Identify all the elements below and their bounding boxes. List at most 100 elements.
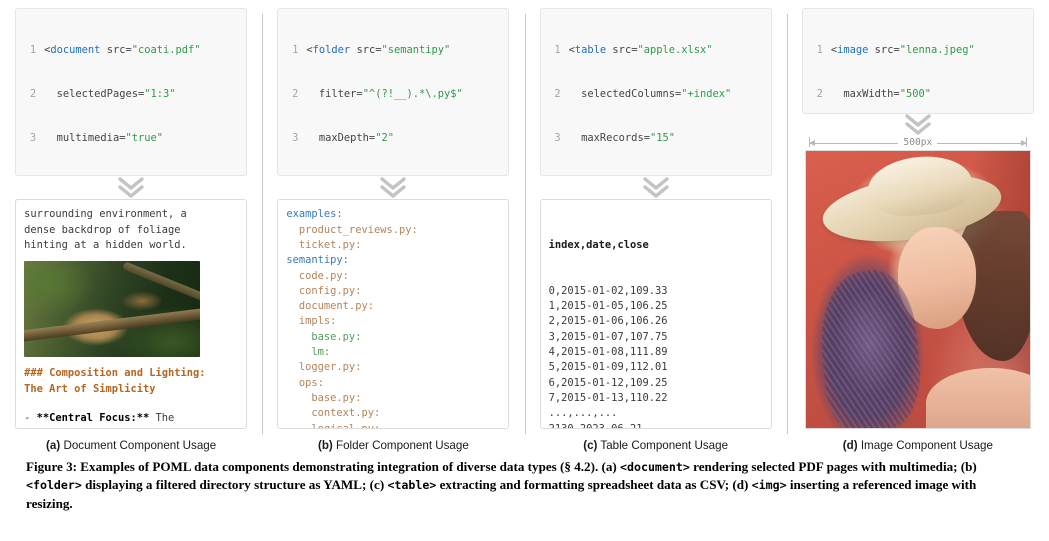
double-chevron-down-icon xyxy=(903,114,933,136)
panel-divider xyxy=(524,14,526,434)
code-token-attr: selectedPages= xyxy=(44,87,145,100)
subcaption-label: (c) xyxy=(583,439,598,452)
csv-row: 4,2015-01-08,111.89 xyxy=(548,346,668,359)
code-token-attr: src= xyxy=(100,44,132,57)
code-token-attr: maxWidth= xyxy=(830,87,900,100)
yaml-line: ops: xyxy=(286,376,324,389)
code-token-attr: syntax= xyxy=(306,176,362,177)
code-token-string: "true" xyxy=(125,131,163,144)
csv-row: 7,2015-01-13,110.22 xyxy=(548,391,668,404)
code-block-document: 1<document src="coati.pdf" 2 selectedPag… xyxy=(15,8,248,177)
yaml-line: code.py: xyxy=(286,269,349,282)
markdown-body: - **Central Focus:** The coati occupies … xyxy=(24,411,238,428)
code-token-string: "1:3" xyxy=(144,87,176,100)
subcaption-label: (d) xyxy=(842,439,858,452)
code-token-tag: folder xyxy=(312,44,351,57)
code-block-folder: 1<folder src="semantipy" 2 filter="^(?!_… xyxy=(277,8,510,177)
code-token-attr: src= xyxy=(606,44,638,57)
csv-row: 3,2015-01-07,107.75 xyxy=(548,330,668,343)
panel-image: 1<image src="lenna.jpeg" 2 maxWidth="500… xyxy=(786,8,1049,452)
code-token-string: "+index" xyxy=(681,87,732,100)
code-token-string: "^(?!__).*\.py$" xyxy=(362,87,463,100)
yaml-line: base.py: xyxy=(286,391,362,404)
code-token: < xyxy=(568,44,575,57)
yaml-tree: examples: product_reviews.py: ticket.py:… xyxy=(286,207,500,429)
line-number: 2 xyxy=(29,87,37,100)
line-number: 4 xyxy=(545,175,561,176)
code-token-attr: selectedColumns= xyxy=(568,87,682,100)
code-token-attr: syntax= xyxy=(44,176,100,177)
caption-code-document: <document> xyxy=(620,460,690,474)
code-token-attr: syntax= xyxy=(569,176,625,177)
code-token-attr: maxDepth= xyxy=(306,131,376,144)
line-number: 3 xyxy=(554,131,561,144)
dimension-indicator: 500px xyxy=(805,136,1031,149)
code-token: < xyxy=(306,44,313,57)
md-seg: - xyxy=(24,411,37,424)
panel-folder: 1<folder src="semantipy" 2 filter="^(?!_… xyxy=(262,8,524,452)
panel-divider xyxy=(786,14,788,434)
csv-row: ...,...,... xyxy=(548,407,618,420)
caption-segment: displaying a filtered directory structur… xyxy=(81,477,388,493)
caption-code-folder: <folder> xyxy=(26,478,82,493)
yaml-line: impls: xyxy=(286,315,337,328)
line-number: 1 xyxy=(292,44,299,57)
yaml-line: logical.py: xyxy=(286,422,381,429)
dimension-label: 500px xyxy=(898,137,938,148)
code-token: < xyxy=(44,44,51,57)
code-block-image: 1<image src="lenna.jpeg" 2 maxWidth="500… xyxy=(801,8,1034,114)
md-seg-bold: **Central Focus:** xyxy=(36,411,150,424)
line-number: 3 xyxy=(29,131,37,144)
subcaption-c: (c) Table Component Usage xyxy=(583,439,728,452)
coati-photo xyxy=(24,261,201,358)
subcaption-text: Folder Component Usage xyxy=(336,439,469,452)
yaml-line: document.py: xyxy=(286,300,374,313)
yaml-line: semantipy: xyxy=(286,254,349,267)
yaml-line: config.py: xyxy=(286,284,362,297)
line-number: 2 xyxy=(554,87,561,100)
yaml-line: base.py: xyxy=(286,330,362,343)
yaml-line: context.py: xyxy=(286,407,381,420)
subcaption-text: Document Component Usage xyxy=(63,439,217,452)
code-token-string: "15" xyxy=(649,131,675,144)
code-token-string: "2" xyxy=(375,131,394,144)
panel-document: 1<document src="coati.pdf" 2 selectedPag… xyxy=(0,8,262,452)
line-number: 1 xyxy=(554,44,561,57)
yaml-line: lm: xyxy=(286,346,331,359)
md-seg: The coati occupies the center, drawing t… xyxy=(24,411,187,428)
line-number: 1 xyxy=(29,44,37,57)
subcaption-b: (b) Folder Component Usage xyxy=(318,439,469,452)
line-number: 2 xyxy=(816,87,823,100)
code-token-attr: filter= xyxy=(306,87,363,100)
output-document: surrounding environment, a dense backdro… xyxy=(15,199,248,429)
line-number: 3 xyxy=(292,131,299,144)
double-chevron-down-icon xyxy=(378,176,408,199)
caption-segment: inserting a referenced image with resizi… xyxy=(26,477,977,511)
panel-row: 1<document src="coati.pdf" 2 selectedPag… xyxy=(0,8,1049,452)
subcaption-d: (d) Image Component Usage xyxy=(843,439,993,452)
code-block-table: 1 <table src="apple.xlsx" 2 selectedColum… xyxy=(539,8,772,177)
caption-segment: Figure 3: Examples of POML data componen… xyxy=(26,459,621,474)
code-token-tag: image xyxy=(837,44,869,57)
code-token: < xyxy=(830,44,838,57)
csv-header-row: index,date,close xyxy=(548,238,649,251)
code-token: /> xyxy=(163,176,182,177)
subcaption-label: (b) xyxy=(317,439,333,452)
caption-segment: extracting and formatting spreadsheet da… xyxy=(436,477,752,493)
code-token-string: "500" xyxy=(899,87,931,100)
double-chevron-down-icon xyxy=(641,176,671,199)
caption-segment: rendering selected PDF pages with multim… xyxy=(689,459,977,474)
code-token-tag: table xyxy=(574,44,607,57)
code-token-attr: multimedia= xyxy=(44,131,126,144)
caption-code-table: <table> xyxy=(387,478,437,493)
code-token-string: "apple.xlsx" xyxy=(637,44,713,57)
code-token-string: "semantipy" xyxy=(381,44,451,57)
code-token-attr: src= xyxy=(868,44,900,57)
figure-caption: Figure 3: Examples of POML data componen… xyxy=(0,452,1049,513)
yaml-line: examples: xyxy=(286,208,343,221)
code-token-attr: maxRecords= xyxy=(568,131,650,144)
yaml-line: product_reviews.py: xyxy=(286,223,418,236)
